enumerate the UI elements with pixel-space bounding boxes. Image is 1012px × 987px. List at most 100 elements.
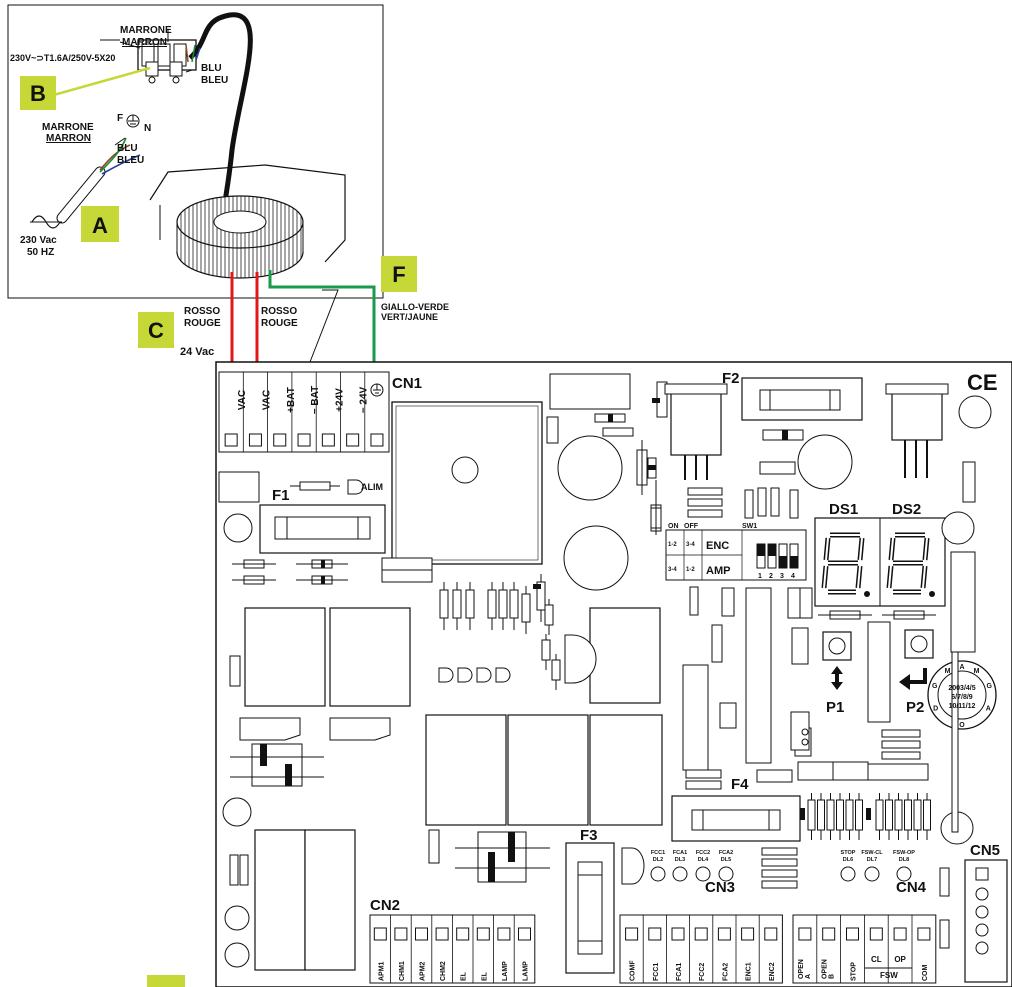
yellow-green-label-it: GIALLO-VERDE: [381, 302, 449, 312]
f1-label: F1: [272, 487, 290, 504]
fuse-holder-f2: [741, 377, 863, 421]
callout-f: F: [381, 256, 417, 292]
ac-symbol: [30, 215, 62, 229]
cn2-pin-label: APM1: [378, 961, 385, 981]
led-label-bottom: DL2: [653, 857, 663, 863]
cn4-pin-label-b: A: [805, 974, 812, 979]
led-label-top: STOP: [841, 850, 856, 856]
dial-letter: G: [932, 683, 938, 690]
secondary-voltage-label: 24 Vac: [180, 346, 214, 358]
yellow-green-wire: [268, 270, 376, 372]
cn4-screw: [798, 927, 812, 941]
dial-letter: D: [933, 705, 938, 712]
cn4-pin-label-b: B: [829, 974, 836, 979]
transformer-primary-cable: [188, 12, 253, 236]
cn4-screw: [917, 927, 931, 941]
cn2-screw: [373, 927, 387, 941]
p2-label: P2: [906, 699, 924, 716]
button-p1: [822, 631, 852, 690]
sw1-label: SW1: [742, 523, 757, 530]
p1-label: P1: [826, 699, 844, 716]
led-label-bottom: DL5: [721, 857, 731, 863]
cn4-pin-label: OPEN: [798, 959, 805, 979]
cn1-pin-label: VAC: [261, 390, 272, 410]
cn3-screw: [694, 927, 708, 941]
dial-letter: A: [986, 705, 991, 712]
led-label-top: FSW-OP: [893, 850, 915, 856]
blue-label-it-mains: BLU: [117, 143, 138, 154]
f4-label: F4: [731, 776, 749, 793]
cn1-pin-label: +24V: [334, 388, 345, 412]
cn2-pin-label: EL: [481, 971, 488, 981]
status-led: [695, 866, 711, 882]
cn2-pin-label: CHM2: [440, 961, 447, 981]
sw-34-on: 3-4: [668, 567, 677, 573]
cn1-screw: [273, 433, 287, 447]
cn1-pin-label: − BAT: [310, 386, 321, 414]
dial-center-line3: 10/11/12: [949, 703, 976, 710]
earth-n-label: N: [144, 123, 151, 134]
cn2-screw: [415, 927, 428, 941]
fuse-spec-label: 230V~⊃T1.6A/250V-5X20: [10, 53, 115, 63]
sw-12-off: 1-2: [686, 567, 695, 573]
led-label-bottom: DL3: [675, 857, 685, 863]
callout-a-label: A: [92, 213, 108, 238]
dial-letter: A: [959, 664, 964, 671]
cn3-screw: [648, 927, 662, 941]
cn3-pin-label: FCC1: [653, 963, 660, 981]
red-label-it-2: ROSSO: [261, 306, 297, 317]
cn2-screw: [518, 927, 531, 941]
sw-num-2: 2: [769, 573, 773, 580]
sw-amp-label: AMP: [706, 565, 730, 577]
led-label-bottom: DL4: [698, 857, 709, 863]
button-p2: [899, 629, 934, 690]
cn4-pin-label: OP: [894, 955, 906, 964]
sw-off-label: OFF: [684, 523, 699, 530]
fsw-label: FSW: [880, 971, 898, 980]
cn3-screw: [741, 927, 755, 941]
fuse-holder-f1: [218, 471, 386, 554]
cn3-screw: [764, 927, 778, 941]
cn4-screw: [822, 927, 836, 941]
cn1-pin-label: VAC: [237, 390, 248, 410]
cn2-screw: [456, 927, 470, 941]
led-label-bottom: DL6: [843, 857, 853, 863]
selector-dial: [927, 660, 997, 730]
earth-icon: [126, 114, 140, 128]
cn5-label: CN5: [970, 842, 1000, 859]
yellow-green-label-fr: VERT/JAUNE: [381, 312, 438, 322]
cn2-screw: [394, 927, 408, 941]
blue-label-fr-top: BLEU: [201, 75, 228, 86]
cn1-pin-label: +BAT: [286, 387, 297, 413]
led-label-top: FCA1: [673, 850, 687, 856]
dial-letter: M: [945, 668, 951, 675]
status-led: [840, 866, 856, 882]
voltage-regulators: [664, 383, 949, 480]
cn2-screw: [497, 927, 511, 941]
alim-label: ALIM: [361, 482, 383, 492]
sw-12-on: 1-2: [668, 542, 677, 548]
fuse-holder-f4: [671, 795, 801, 842]
status-led: [896, 866, 912, 882]
cn1-screw: [224, 433, 238, 447]
cn3-pin-label: ENC2: [769, 962, 776, 981]
cn1-screw: [370, 433, 384, 447]
dip-switch-sw1: [665, 529, 807, 581]
sw-num-3: 3: [780, 573, 784, 580]
cn1-screw: [248, 433, 262, 447]
cn3-pin-label: FCA1: [676, 963, 683, 981]
cn2-label: CN2: [370, 897, 400, 914]
dial-center-line1: 2003/4/5: [948, 685, 975, 692]
cn1-screw: [297, 433, 311, 447]
led-label-bottom: DL7: [867, 857, 877, 863]
status-leds: FCC1DL2FCA1DL3FCC2DL4FCA2DL5STOPDL6FSW-C…: [650, 850, 915, 882]
cn3-screw: [625, 927, 639, 941]
led-label-top: FCA2: [719, 850, 733, 856]
relays: [244, 607, 663, 971]
callout-partial: [147, 975, 185, 987]
dial-letter: M: [974, 668, 980, 675]
cn2-pin-label: EL: [461, 971, 468, 981]
